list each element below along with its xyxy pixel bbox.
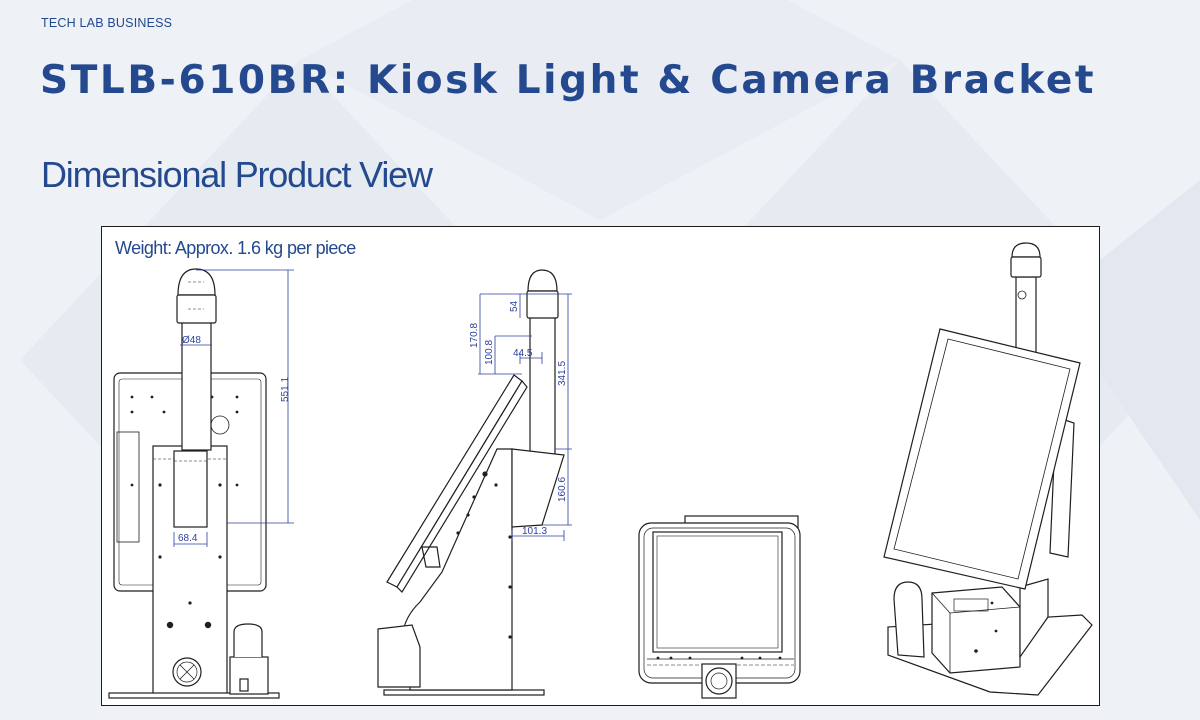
dim-bracket-height: 160.6 <box>557 477 568 502</box>
brand-label: TECH LAB BUSINESS <box>41 16 173 30</box>
top-view <box>638 515 801 699</box>
dim-upper-offset: 170.8 <box>469 323 480 348</box>
dim-height-front: 551.1 <box>280 377 291 402</box>
dimension-drawing-panel: Ø48 68.4 551.1 <box>101 226 1100 706</box>
dim-pole-diameter: Ø48 <box>182 335 201 346</box>
weight-label: Weight: Approx. 1.6 kg per piece <box>115 238 356 258</box>
dim-pole-length: 341.5 <box>557 361 568 386</box>
dim-arm-reach: 44.5 <box>513 348 533 359</box>
page-title: STLB-610BR: Kiosk Light & Camera Bracket <box>40 58 1097 103</box>
dim-arm-offset: 100.8 <box>484 340 495 365</box>
dim-top-cap: 54 <box>509 300 520 312</box>
dim-base-width: 68.4 <box>178 533 198 544</box>
front-dimension-lines <box>173 269 294 547</box>
dim-bracket-depth: 101.3 <box>522 526 547 537</box>
side-dimension-lines <box>478 293 572 541</box>
section-subtitle: Dimensional Product View <box>41 154 433 195</box>
perspective-view <box>883 242 1093 696</box>
front-view <box>108 268 280 699</box>
technical-drawing: Ø48 68.4 551.1 <box>108 242 1093 699</box>
side-view <box>377 269 565 696</box>
